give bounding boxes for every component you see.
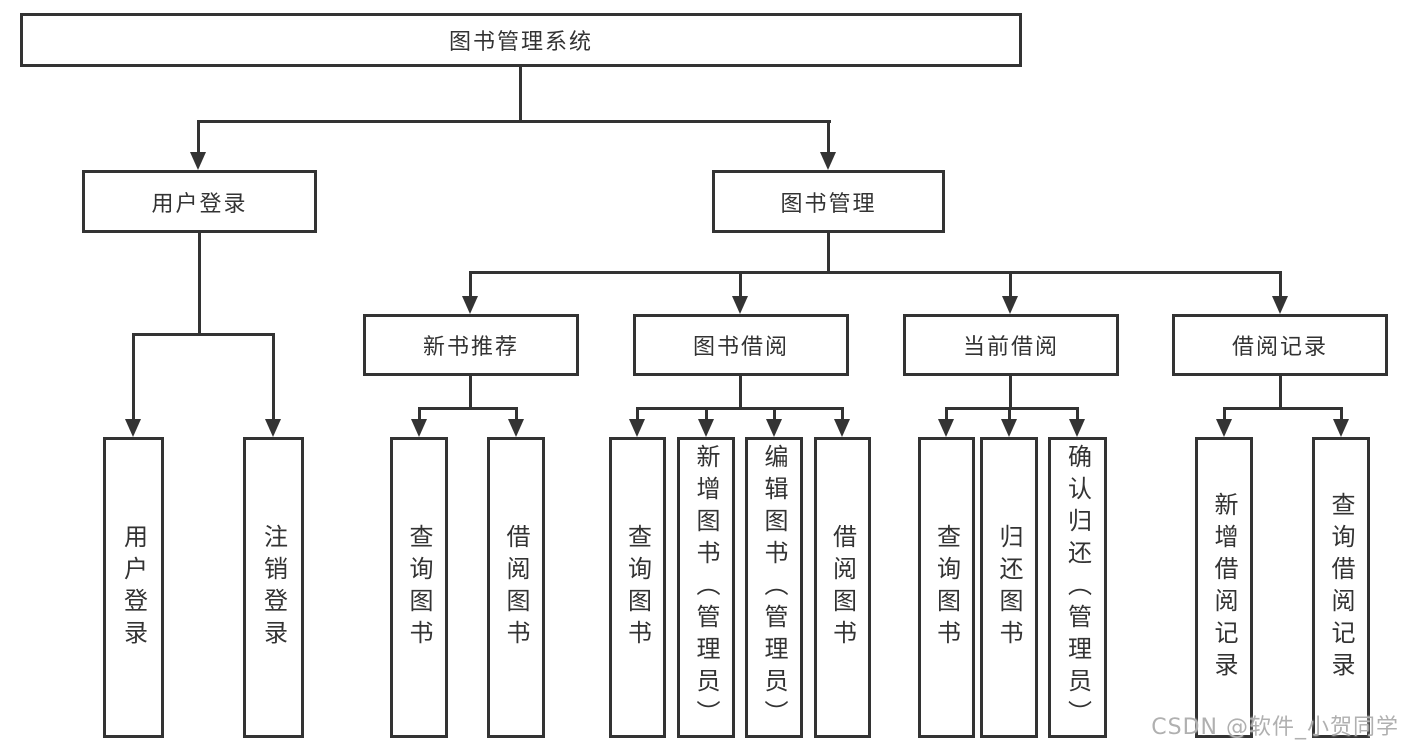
- leaf-logout: 注销登录: [243, 437, 304, 738]
- node-label: 查询图书: [623, 523, 652, 652]
- arrow-down-icon: [1216, 419, 1232, 437]
- arrow-down-icon: [125, 419, 141, 437]
- connector-bb-stem: [739, 375, 742, 409]
- leaf-nb-query-books: 查询图书: [390, 437, 448, 738]
- leaf-br-add-record: 新增借阅记录: [1195, 437, 1253, 738]
- node-label: 图书管理: [780, 191, 877, 217]
- arrow-down-icon: [766, 419, 782, 437]
- arrow-down-icon: [508, 419, 524, 437]
- leaf-bb-query-books: 查询图书: [609, 437, 666, 738]
- arrow-down-icon: [411, 419, 427, 437]
- connector-shaft: [1340, 407, 1343, 421]
- node-label: 查询图书: [405, 523, 433, 652]
- node-label: 确认归还（管理员）: [1063, 443, 1092, 732]
- node-label: 查询借阅记录: [1327, 491, 1355, 684]
- connector-shaft-book-mgmt: [827, 120, 830, 154]
- leaf-br-query-record: 查询借阅记录: [1312, 437, 1370, 738]
- connector-bb-rail: [636, 407, 844, 410]
- connector-br-rail: [1223, 407, 1342, 410]
- arrow-down-icon: [1002, 296, 1018, 314]
- connector-shaft: [469, 271, 472, 299]
- node-book-management: 图书管理: [712, 170, 945, 233]
- leaf-nb-borrow-books: 借阅图书: [487, 437, 545, 738]
- connector-shaft: [132, 333, 135, 421]
- connector-nb-rail: [418, 407, 518, 410]
- arrow-down-icon: [190, 152, 206, 170]
- node-book-borrow: 图书借阅: [633, 314, 849, 376]
- node-label: 借阅图书: [828, 523, 857, 652]
- arrow-down-icon: [265, 419, 281, 437]
- connector-shaft: [739, 271, 742, 299]
- arrow-down-icon: [1001, 419, 1017, 437]
- arrow-down-icon: [698, 419, 714, 437]
- node-user-login-branch: 用户登录: [82, 170, 317, 233]
- connector-shaft: [773, 407, 776, 421]
- leaf-bb-borrow-books: 借阅图书: [814, 437, 871, 738]
- connector-shaft: [418, 407, 421, 421]
- arrow-down-icon: [820, 152, 836, 170]
- node-label: 借阅记录: [1231, 335, 1328, 360]
- connector-shaft: [515, 407, 518, 421]
- arrow-down-icon: [938, 419, 954, 437]
- node-label: 当前借阅: [962, 335, 1059, 360]
- node-label: 借阅图书: [502, 523, 530, 652]
- node-label: 用户登录: [151, 191, 248, 217]
- node-current-borrow: 当前借阅: [903, 314, 1119, 376]
- node-label: 新书推荐: [422, 335, 519, 360]
- leaf-bb-add-books-admin: 新增图书（管理员）: [677, 437, 735, 738]
- connector-bookmgmt-stem: [827, 232, 830, 274]
- node-label: 用户登录: [119, 523, 148, 652]
- connector-root-stem: [519, 66, 522, 122]
- connector-shaft: [1279, 271, 1282, 299]
- connector-shaft: [1076, 407, 1079, 421]
- node-label: 注销登录: [259, 523, 288, 652]
- node-borrow-records: 借阅记录: [1172, 314, 1388, 376]
- arrow-down-icon: [1272, 296, 1288, 314]
- node-label: 编辑图书（管理员）: [760, 443, 788, 732]
- connector-shaft-user-login: [197, 120, 200, 154]
- connector-shaft: [705, 407, 708, 421]
- connector-userlogin-stem: [198, 232, 201, 336]
- node-label: 图书管理系统: [448, 30, 593, 55]
- connector-shaft: [272, 333, 275, 421]
- arrow-down-icon: [629, 419, 645, 437]
- arrow-down-icon: [1069, 419, 1085, 437]
- connector-bookmgmt-rail: [469, 271, 1282, 274]
- node-label: 新增图书（管理员）: [692, 443, 720, 732]
- connector-nb-stem: [469, 375, 472, 409]
- arrow-down-icon: [732, 296, 748, 314]
- node-label: 新增借阅记录: [1210, 491, 1238, 684]
- connector-shaft: [1008, 407, 1011, 421]
- connector-shaft: [945, 407, 948, 421]
- node-new-book-recommend: 新书推荐: [363, 314, 579, 376]
- connector-shaft: [1223, 407, 1226, 421]
- leaf-cb-confirm-return-admin: 确认归还（管理员）: [1048, 437, 1107, 738]
- connector-shaft: [1009, 271, 1012, 299]
- node-label: 归还图书: [995, 523, 1023, 652]
- arrow-down-icon: [462, 296, 478, 314]
- leaf-cb-query-books: 查询图书: [918, 437, 975, 738]
- leaf-user-login: 用户登录: [103, 437, 164, 738]
- leaf-cb-return-books: 归还图书: [980, 437, 1038, 738]
- connector-shaft: [636, 407, 639, 421]
- connector-shaft: [841, 407, 844, 421]
- connector-br-stem: [1279, 375, 1282, 409]
- node-label: 图书借阅: [692, 335, 789, 360]
- node-library-management-system: 图书管理系统: [20, 13, 1022, 67]
- leaf-bb-edit-books-admin: 编辑图书（管理员）: [745, 437, 803, 738]
- connector-userlogin-rail: [132, 333, 275, 336]
- connector-cb-rail: [945, 407, 1078, 410]
- node-label: 查询图书: [932, 523, 961, 652]
- arrow-down-icon: [1333, 419, 1349, 437]
- connector-cb-stem: [1009, 375, 1012, 409]
- csdn-watermark: CSDN @软件_小贺同学: [1151, 715, 1399, 740]
- arrow-down-icon: [834, 419, 850, 437]
- connector-root-rail: [197, 120, 831, 123]
